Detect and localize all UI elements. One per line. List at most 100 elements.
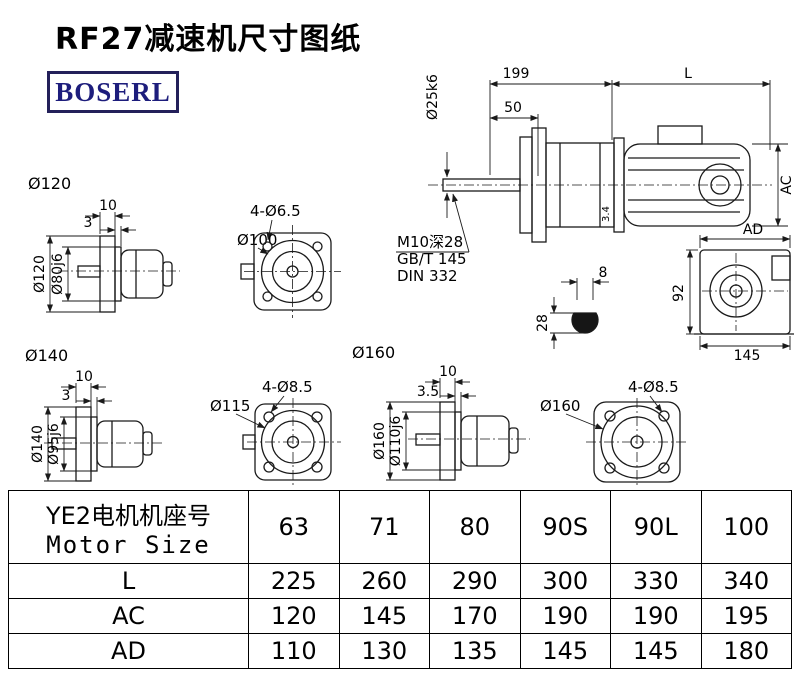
flange-160-label: Ø160: [352, 343, 395, 362]
bolt-hole: [658, 410, 670, 422]
dia-label-160: Ø160: [540, 397, 580, 415]
tap-note: M10深28: [397, 233, 463, 251]
value-cell: 190: [610, 598, 702, 634]
value-cell: 330: [610, 563, 702, 599]
dim-L: L: [684, 66, 692, 82]
value-cell: 260: [338, 563, 430, 599]
flange-120-side-view: Ø120 10 3 Ø120 Ø80j6: [28, 174, 180, 313]
value-cell: 145: [519, 633, 611, 669]
dim-3: 3: [62, 388, 71, 404]
flange-160-front-view: Ø160 4-Ø8.5: [540, 378, 688, 486]
value-cell: 300: [519, 563, 611, 599]
motor-end-view: AD 92 145: [671, 222, 794, 364]
shaft-section: [571, 312, 599, 334]
terminal-box-end: [771, 255, 791, 281]
size-header-cell: 100: [700, 490, 792, 564]
value-cell: 190: [519, 598, 611, 634]
dimension-drawings: 199 L 50 Ø25k6 AC 3.4 M10深28 GB/T 145 DI…: [25, 66, 795, 486]
size-header-cell: 90S: [519, 490, 611, 564]
bolt-hole: [658, 462, 670, 474]
size-header-cell: 71: [338, 490, 430, 564]
boserl-logo: BOSERL: [47, 71, 179, 113]
dim-145: 145: [734, 348, 761, 364]
fan-cover: [698, 163, 742, 207]
dim-AD: AD: [743, 222, 763, 238]
dim-3-4: 3.4: [601, 206, 612, 222]
bolt-hole: [311, 411, 323, 423]
shaft-stub: [415, 433, 441, 446]
dim-28: 28: [535, 314, 551, 332]
bolt-hole: [312, 241, 323, 252]
bolt-hole: [604, 410, 616, 422]
end-view-body: [699, 249, 791, 335]
flange-140-side-view: Ø140 10 3 Ø140 Ø95j6: [25, 346, 162, 482]
value-cell: 135: [429, 633, 521, 669]
bolt-hole: [263, 461, 275, 473]
value-cell: 120: [248, 598, 340, 634]
size-header-cell: 90L: [610, 490, 702, 564]
dim-outer-dia: Ø120: [32, 255, 48, 293]
dia-label-115: Ø115: [210, 397, 250, 415]
dim-shaft-diameter: Ø25k6: [425, 74, 441, 120]
bolt-note-160: 4-Ø8.5: [628, 378, 679, 396]
page-title: RF27减速机尺寸图纸: [55, 22, 362, 57]
dim-outer-dia: Ø160: [372, 422, 388, 460]
bolt-note-115: 4-Ø8.5: [262, 378, 313, 396]
dim-199: 199: [503, 66, 530, 82]
shaft-stub: [77, 265, 101, 278]
dim-10: 10: [75, 369, 93, 385]
size-header-cell: 80: [429, 490, 521, 564]
value-cell: 130: [338, 633, 430, 669]
main-assembly-view: 199 L 50 Ø25k6 AC 3.4 M10深28 GB/T 145 DI…: [396, 66, 795, 285]
motor-size-table: YE2电机机座号 Motor Size 63 71 80 90S 90L 100…: [8, 490, 792, 669]
dim-AC: AC: [779, 175, 795, 194]
motor-size-header-cell: YE2电机机座号 Motor Size: [8, 490, 249, 564]
dim-10: 10: [99, 198, 117, 214]
dim-pilot-dia: Ø95j6: [46, 423, 62, 465]
bolt-note-100: 4-Ø6.5: [250, 202, 301, 220]
bolt-hole: [604, 462, 616, 474]
table-header-row: YE2电机机座号 Motor Size 63 71 80 90S 90L 100: [8, 490, 792, 564]
flange-120-label: Ø120: [28, 174, 71, 193]
table-row: L 225 260 290 300 330 340: [8, 563, 792, 599]
value-cell: 225: [248, 563, 340, 599]
standard-note-gbt: GB/T 145: [397, 250, 467, 268]
dim-92: 92: [671, 284, 687, 302]
value-cell: 145: [338, 598, 430, 634]
dim-pilot-dia: Ø110j6: [388, 416, 404, 467]
standard-note-din: DIN 332: [397, 267, 458, 285]
dim-8: 8: [599, 265, 608, 281]
bolt-hole: [263, 411, 275, 423]
flange-140-label: Ø140: [25, 346, 68, 365]
table-row: AD 110 130 135 145 145 180: [8, 633, 792, 669]
value-cell: 110: [248, 633, 340, 669]
value-cell: 340: [700, 563, 792, 599]
row-label-cell: L: [8, 563, 249, 599]
value-cell: 195: [700, 598, 792, 634]
value-cell: 170: [429, 598, 521, 634]
flange-160-side-view: Ø160 10 3.5 Ø160 Ø110j6: [352, 343, 530, 481]
table-row: AC 120 145 170 190 190 195: [8, 598, 792, 634]
bolt-hole: [312, 291, 323, 302]
motor-size-label-en: Motor Size: [46, 530, 211, 559]
dim-50: 50: [504, 100, 522, 116]
flange-115-front-view: 4-Ø8.5 Ø115: [210, 378, 341, 486]
dim-10: 10: [439, 364, 457, 380]
dim-pilot-dia: Ø80j6: [50, 253, 66, 295]
shaft-key-section: 8 28: [535, 265, 609, 349]
value-cell: 290: [429, 563, 521, 599]
bolt-hole: [262, 291, 273, 302]
dim-outer-dia: Ø140: [30, 425, 46, 463]
value-cell: 145: [610, 633, 702, 669]
motor-body: [623, 143, 751, 227]
row-label-cell: AC: [8, 598, 249, 634]
dim-3-5: 3.5: [417, 384, 439, 400]
bolt-hole: [262, 241, 273, 252]
flange-100-front-view: 4-Ø6.5 Ø100: [237, 202, 341, 318]
terminal-box: [657, 125, 703, 145]
dia-label-100: Ø100: [237, 231, 277, 249]
dim-3: 3: [84, 215, 93, 231]
reducer-body: [120, 249, 164, 299]
row-label-cell: AD: [8, 633, 249, 669]
